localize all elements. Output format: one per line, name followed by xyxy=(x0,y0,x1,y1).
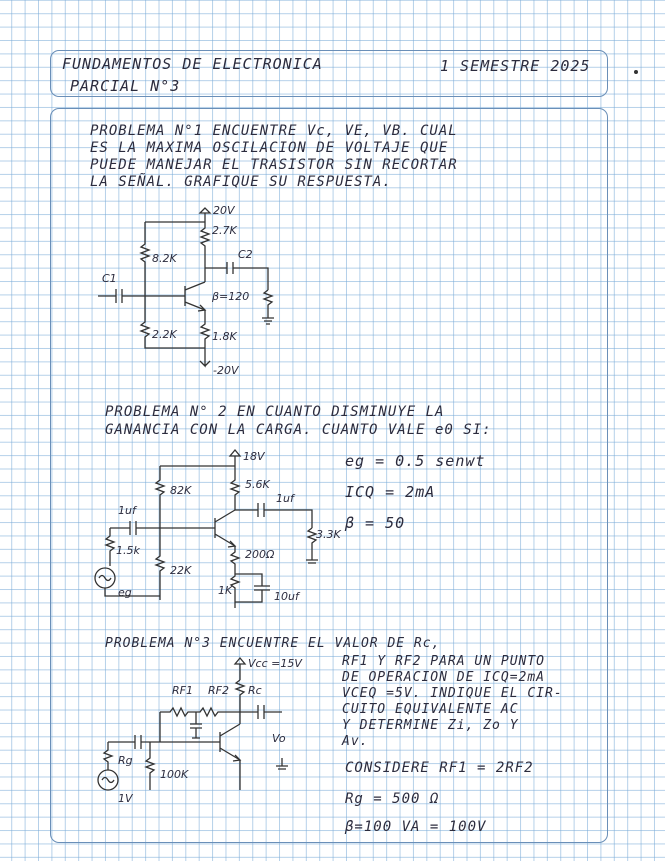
problem3-line-6: Y DETERMINE Zi, Zo Y xyxy=(342,718,519,733)
circuit2-re2-label: 1K xyxy=(218,584,233,597)
circuit2-cout-label: 1uf xyxy=(276,492,296,505)
circuit2-rs-label: 1.5k xyxy=(116,544,140,557)
circuit2-r1-label: 82K xyxy=(170,484,192,497)
problem2-given-beta: β = 50 xyxy=(345,514,406,532)
circuit1-beta-label: β=120 xyxy=(211,290,249,303)
exam-title: PARCIAL N°3 xyxy=(70,77,181,95)
circuit1-rc-resistor xyxy=(199,222,211,262)
circuit1-r1-label: 8.2K xyxy=(152,252,177,265)
problem3-line-5: CUITO EQUIVALENTE AC xyxy=(342,702,519,717)
circuit1-r2-label: 2.2K xyxy=(152,328,177,341)
problem2-given-eg: eg = 0.5 senwt xyxy=(345,452,486,470)
circuit1-c1-label: C1 xyxy=(102,272,117,285)
problem1-line-2: ES LA MAXIMA OSCILACION DE VOLTAJE QUE xyxy=(90,140,449,156)
circuit2-cin-label: 1uf xyxy=(118,504,138,517)
circuit3-source-label: 1V xyxy=(118,792,134,805)
circuit2-re1-label: 200Ω xyxy=(245,548,275,561)
circuit3-vcc-label: Vcc =15V xyxy=(248,657,303,670)
problem1-line-1: PROBLEMA N°1 ENCUENTRE Vc, VE, VB. CUAL xyxy=(90,123,458,139)
circuit3-rf1-label: RF1 xyxy=(172,684,193,697)
problem1-line-4: LA SEÑAL. GRAFIQUE SU RESPUESTA. xyxy=(90,174,392,190)
circuit2-rl-label: 3.3K xyxy=(316,528,341,541)
problem3-line-1: PROBLEMA N°3 ENCUENTRE EL VALOR DE Rc, xyxy=(105,636,441,651)
circuit1-vneg-label: -20V xyxy=(213,364,240,377)
problem3-line-2: RF1 Y RF2 PARA UN PUNTO xyxy=(342,654,546,669)
problem3-given-rg: Rg = 500 Ω xyxy=(345,791,440,807)
circuit1-re-label: 1.8K xyxy=(212,330,237,343)
exam-body-box xyxy=(50,108,608,843)
circuit2-source-label: eg xyxy=(118,586,132,599)
circuit2-r2-label: 22K xyxy=(170,564,192,577)
problem3-given-rf: CONSIDERE RF1 = 2RF2 xyxy=(345,760,534,776)
circuit3-rg-label: Rg xyxy=(118,754,133,767)
circuit1-vpos-arrow xyxy=(198,207,212,214)
problem2-line-1: PROBLEMA N° 2 EN CUANTO DISMINUYE LA xyxy=(105,404,445,420)
circuit3-vo-label: Vo xyxy=(272,732,286,745)
circuit2: 18V 82K 5.6K 1uf 3.3K 1uf 1.5k eg 22K 20… xyxy=(94,448,341,608)
circuit1-r1-resistor xyxy=(139,222,151,296)
circuit1-vpos-label: 20V xyxy=(213,204,236,217)
problem3-given-beta-va: β=100 VA = 100V xyxy=(345,819,487,835)
circuit3-rf2-label: RF2 xyxy=(208,684,229,697)
problem2-line-2: GANANCIA CON LA CARGA. CUANTO VALE e0 SI… xyxy=(105,422,492,438)
circuit1-re-resistor xyxy=(199,310,211,360)
circuit2-vcc-label: 18V xyxy=(243,450,266,463)
problem3-line-4: VCEQ =5V. INDIQUE EL CIR- xyxy=(342,686,563,701)
circuit3-r100k-label: 100K xyxy=(160,768,189,781)
circuit3: Vcc =15V Rc RF1 RF2 Vo 100K Rg 1V xyxy=(97,656,303,805)
problem1-line-3: PUEDE MANEJAR EL TRASISTOR SIN RECORTAR xyxy=(90,157,458,173)
circuit2-rc-label: 5.6K xyxy=(245,478,270,491)
circuit1-c2-label: C2 xyxy=(238,248,253,261)
course-title: FUNDAMENTOS DE ELECTRONICA xyxy=(62,55,323,73)
circuit3-source xyxy=(97,769,119,791)
header-box xyxy=(50,50,608,97)
circuit1-transistor xyxy=(184,281,206,311)
semester-label: 1 SEMESTRE 2025 xyxy=(440,57,591,75)
circuit3-rc-label: Rc xyxy=(248,684,262,697)
circuit1-rc-label: 2.7K xyxy=(212,224,237,237)
circuit2-ce-label: 10uf xyxy=(274,590,301,603)
problem3-line-7: Av. xyxy=(342,734,369,749)
margin-dot xyxy=(634,70,638,74)
problem3-line-3: DE OPERACION DE ICQ=2mA xyxy=(342,670,546,685)
problem2-given-icq: ICQ = 2mA xyxy=(345,483,436,501)
circuit1: 20V 2.7K 8.2K C2 C1 β=120 2.2K 1.8K -20V xyxy=(98,204,274,377)
